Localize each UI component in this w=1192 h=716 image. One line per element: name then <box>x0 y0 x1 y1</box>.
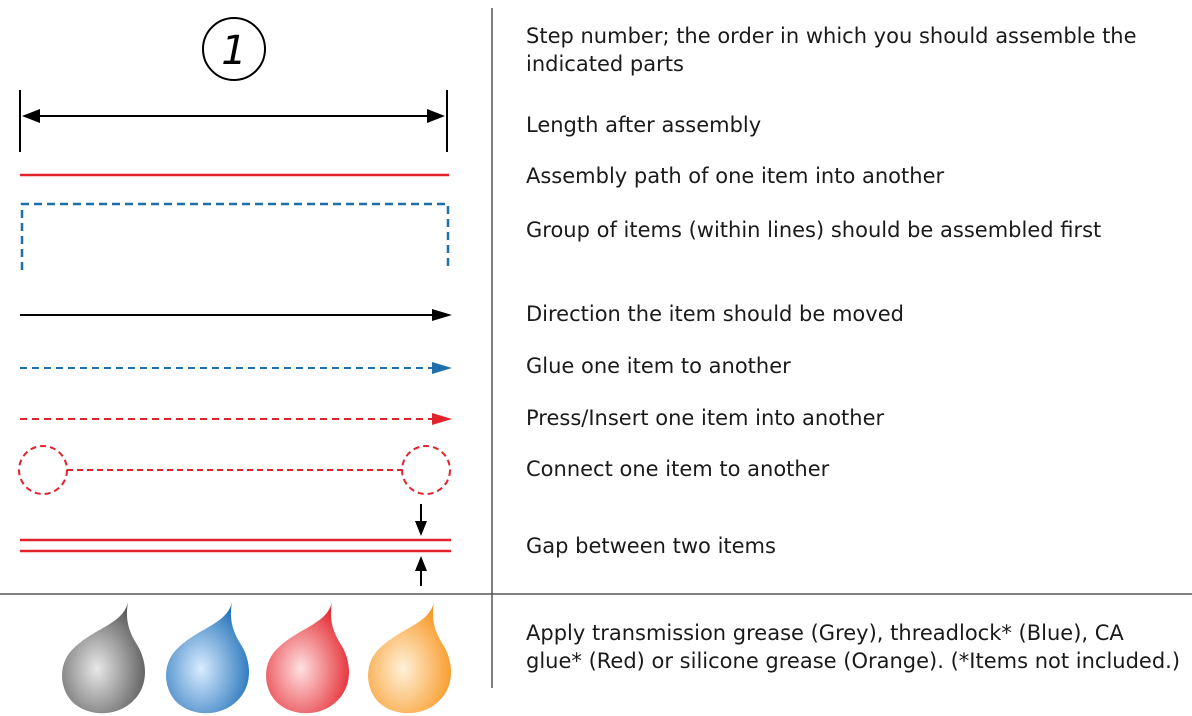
step-number-symbol: 1 <box>202 17 266 81</box>
direction-description: Direction the item should be moved <box>526 302 904 326</box>
grease-drops <box>62 602 452 714</box>
grease-description: Apply transmission grease (Grey), thread… <box>526 621 1181 673</box>
step-number-digit: 1 <box>221 28 246 74</box>
glue-arrow-symbol <box>20 362 452 374</box>
press-insert-arrow-symbol <box>20 413 452 425</box>
orange-grease-drop-icon <box>368 602 452 714</box>
direction-arrow-symbol <box>20 309 452 321</box>
connect-symbol <box>18 445 451 495</box>
group-bracket-symbol <box>20 202 450 270</box>
red-ca-glue-drop-icon <box>266 602 350 714</box>
grey-grease-drop-icon <box>62 602 146 714</box>
group-of-items-description: Group of items (within lines) should be … <box>526 218 1102 242</box>
blue-grease-drop-icon <box>166 602 250 714</box>
gap-symbol <box>20 504 451 586</box>
press-insert-description: Press/Insert one item into another <box>526 406 885 430</box>
step-number-description: Step number; the order in which you shou… <box>526 24 1137 76</box>
length-after-assembly-description: Length after assembly <box>526 113 762 137</box>
assembly-path-description: Assembly path of one item into another <box>526 164 945 188</box>
gap-description: Gap between two items <box>526 534 776 558</box>
glue-description: Glue one item to another <box>526 354 791 378</box>
connect-description: Connect one item to another <box>526 457 830 481</box>
length-dimension-symbol <box>19 90 448 152</box>
